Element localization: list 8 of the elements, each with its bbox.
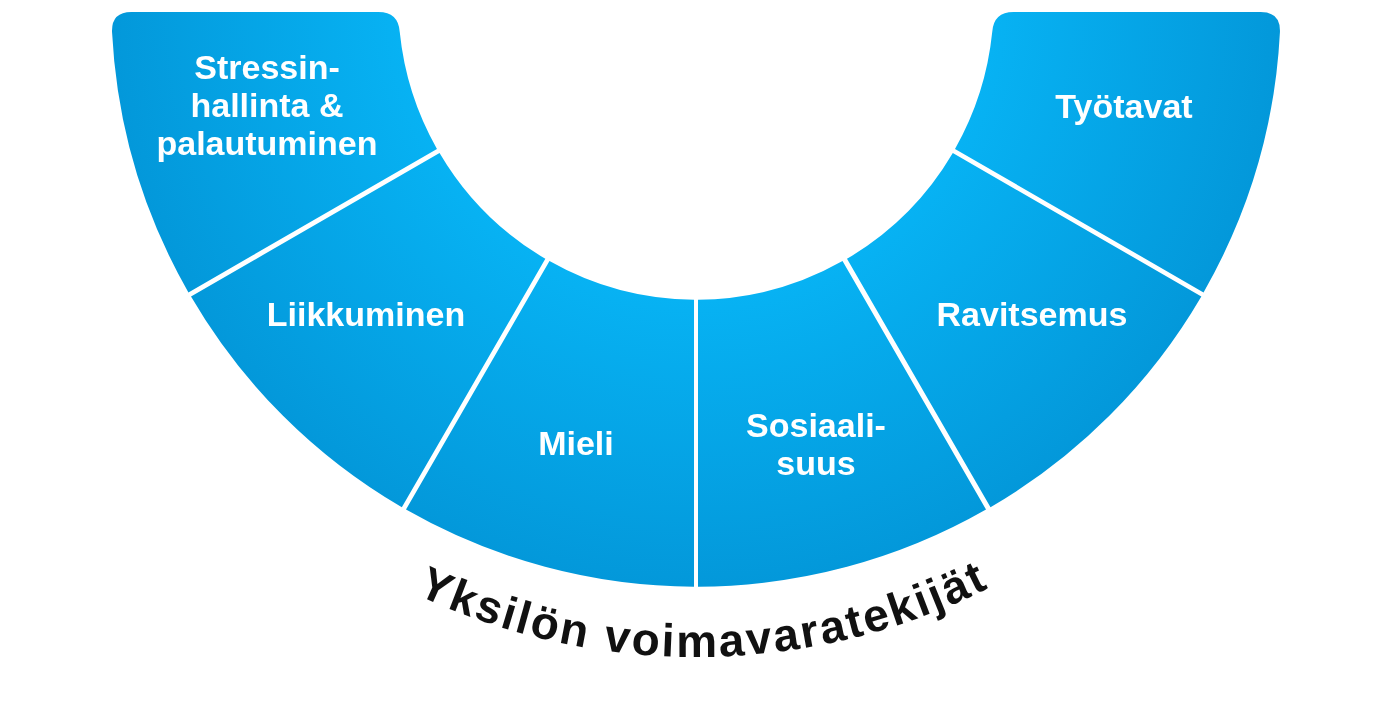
segment-label: Liikkuminen [266, 295, 466, 333]
segment-label: Sosiaali- suus [745, 406, 887, 482]
ring-segment [955, 12, 1281, 293]
ring-segment [111, 12, 437, 293]
segment-label: Stressin- hallinta & palautuminen [155, 48, 379, 162]
segment-label: Mieli [538, 424, 614, 462]
segment-label: Ravitsemus [936, 295, 1128, 333]
segment-label: Työtavat [1055, 87, 1193, 125]
